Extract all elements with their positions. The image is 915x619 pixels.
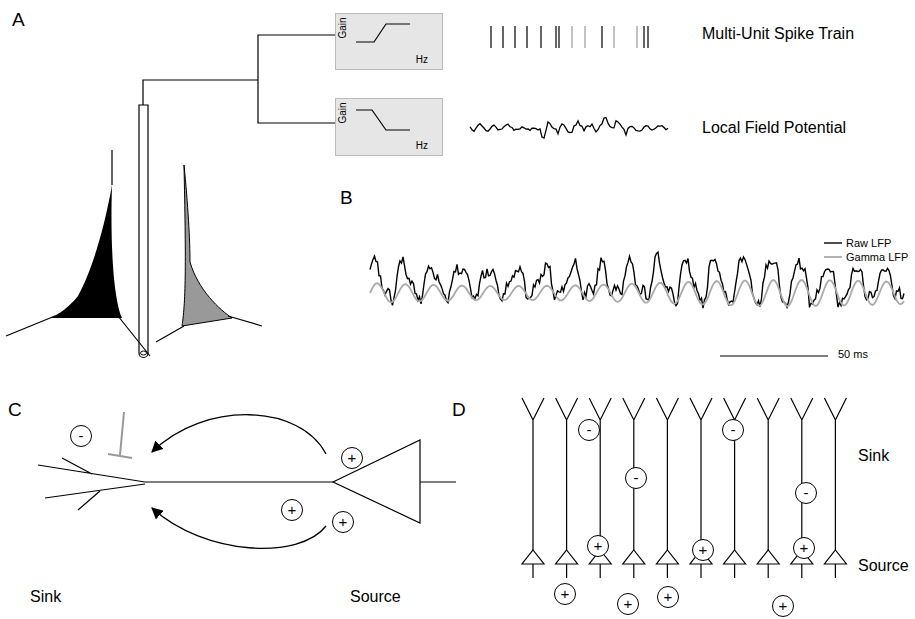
legend-entry: Gamma LFP [846,251,908,263]
panel-letter: C [8,400,22,421]
charge-symbol: + [281,499,303,521]
pyramidal-cell [757,398,779,578]
axis-label: Gain [338,17,348,38]
current-arrow [152,415,326,454]
spike [558,26,559,48]
filter-panel [335,98,443,156]
charge-sign: - [79,428,84,443]
panel-letter: B [340,188,353,209]
neuron-array [522,398,846,578]
neuron-gray [182,165,232,326]
charge-sign: + [339,514,348,529]
pyramidal-cell [522,398,544,578]
axis-label: Gain [338,102,348,123]
pyramidal-cell [556,398,578,578]
charge-symbol: - [578,419,600,441]
charge-symbol: + [332,511,354,533]
charge-symbol: - [722,419,744,441]
region-label: Source [350,588,401,606]
neuron-black [50,185,122,318]
filter-panel [335,13,443,70]
scale-bar [720,355,828,356]
region-label: Source [858,557,909,575]
highpass-curve [356,24,410,42]
charge-sign: + [288,502,297,517]
dendrite-tree [38,458,456,510]
trace-title: Local Field Potential [702,119,846,137]
spike [555,26,556,48]
spike [584,26,585,48]
spike [636,26,637,48]
charge-symbol: - [625,467,647,489]
pyramidal-cell [824,398,846,578]
charge-sign: + [594,538,603,553]
axis-unit: Hz [416,141,428,151]
trace-title: Multi-Unit Spike Train [702,25,854,43]
electrode [139,105,148,358]
scale-label: 50 ms [838,348,868,360]
legend-sample [824,256,842,258]
spike [643,26,644,48]
spike [490,26,491,48]
basal-dendrite [6,316,150,356]
charge-symbol: + [692,539,714,561]
raw-lfp-trace [370,252,904,308]
charge-sign: + [348,450,357,465]
panel-letter: A [12,10,25,31]
lfp-trace [470,118,668,138]
region-label: Sink [858,447,889,465]
charge-sign: - [731,422,736,437]
charge-symbol: - [795,482,817,504]
charge-symbol: + [793,537,815,559]
region-label: Sink [30,588,61,606]
pyramidal-cell [656,398,678,578]
electrode-tip [141,351,147,355]
charge-sign: + [561,586,570,601]
charge-symbol: + [657,586,679,608]
filter-box: GainHz [335,13,443,70]
charge-sign: + [624,596,633,611]
charge-symbol: + [341,447,363,469]
gamma-lfp-trace [370,280,904,306]
legend-sample [824,242,842,243]
charge-symbol: + [772,595,794,617]
axis-unit: Hz [416,55,428,65]
spike [571,26,572,48]
spike-train [491,26,648,48]
spike [601,26,602,48]
charge-symbol: + [587,535,609,557]
charge-sign: - [587,422,592,437]
basal-dendrite [156,316,262,342]
charge-symbol: + [554,583,576,605]
electrode-wire [143,80,258,105]
filter-box: GainHz [335,98,443,156]
inhibitory-synapse [108,412,132,458]
spike [526,26,527,48]
split-wire [258,35,335,123]
charge-symbol: + [617,593,639,615]
charge-symbol: - [70,425,92,447]
charge-sign: - [634,470,639,485]
charge-sign: + [800,540,809,555]
legend-entry: Raw LFP [846,237,891,249]
spike [502,26,503,48]
charge-sign: + [699,542,708,557]
spike [613,26,614,48]
lowpass-curve [356,110,410,130]
spike [540,26,541,48]
spike [647,26,648,48]
charge-sign: + [779,598,788,613]
spike [514,26,515,48]
charge-sign: - [804,485,809,500]
panel-letter: D [452,400,466,421]
dendrite [111,150,112,185]
charge-sign: + [664,589,673,604]
